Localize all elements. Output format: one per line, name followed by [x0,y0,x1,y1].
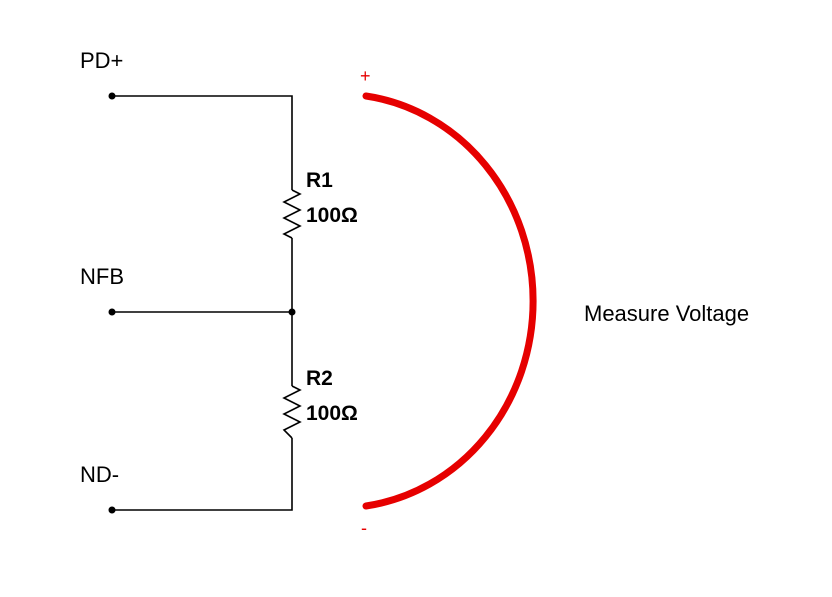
resistor-r2-value: 100Ω [306,402,358,425]
resistor-r1-symbol [282,189,302,239]
node-label-nd-minus: ND- [80,462,119,487]
node-label-nfb: NFB [80,264,124,289]
resistor-r1-ref: R1 [306,169,333,192]
probe-minus-sign: - [361,518,367,538]
measure-voltage-label: Measure Voltage [584,301,749,326]
resistor-r2-symbol [282,385,302,439]
probe-plus-sign: + [360,66,371,86]
wire-pd-plus [112,95,293,190]
junction-dot [288,308,296,316]
voltage-probe-arc [362,92,537,510]
resistor-r1-value: 100Ω [306,204,358,227]
node-label-pd-plus: PD+ [80,48,123,73]
resistor-r2-ref: R2 [306,367,333,390]
wire-nd-minus [112,438,293,511]
